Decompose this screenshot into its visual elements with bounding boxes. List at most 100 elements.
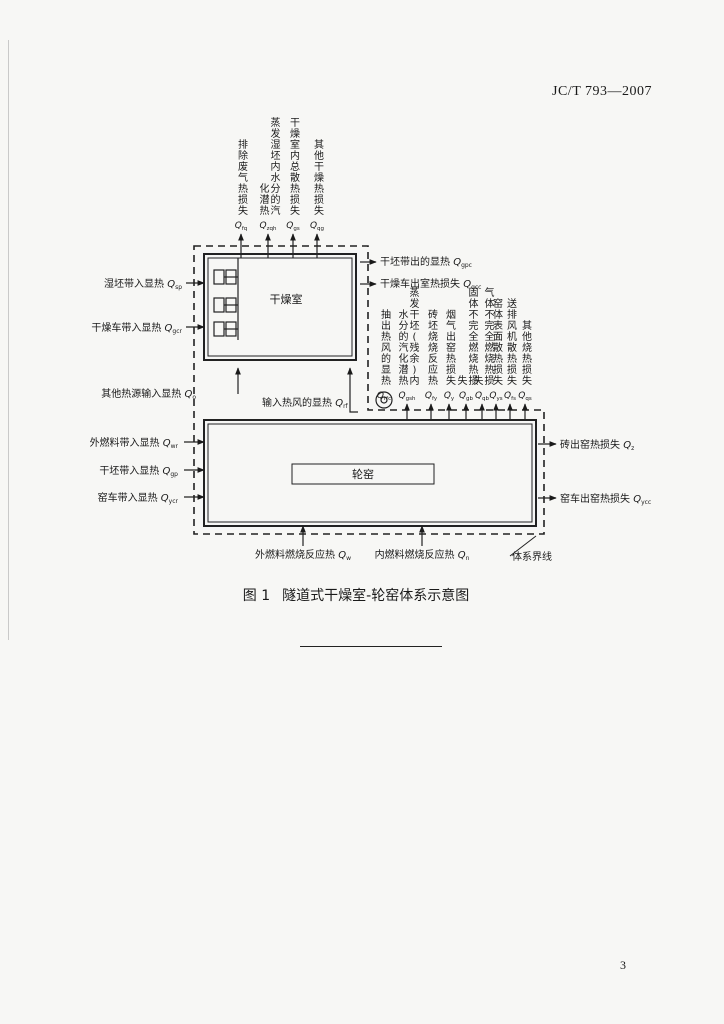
svg-text:的: 的 — [271, 193, 281, 206]
kiln-left-input-label: 外燃料带入显热 Qwr — [90, 436, 179, 450]
hot-air-input-label: 输入热风的显热 Qrf — [262, 396, 349, 410]
svg-text:(: ( — [413, 332, 417, 343]
svg-text:热: 热 — [381, 374, 391, 387]
svg-text:汽: 汽 — [271, 204, 281, 217]
svg-text:热: 热 — [260, 204, 270, 217]
svg-text:他: 他 — [314, 149, 324, 162]
svg-text:干: 干 — [314, 162, 324, 173]
svg-text:送: 送 — [507, 297, 517, 310]
svg-text:的: 的 — [399, 330, 409, 343]
svg-text:废: 废 — [238, 160, 248, 173]
svg-text:热: 热 — [399, 374, 409, 387]
svg-text:损: 损 — [290, 193, 300, 206]
svg-text:总: 总 — [290, 160, 300, 173]
svg-text:烟: 烟 — [446, 308, 456, 321]
svg-text:失: 失 — [290, 204, 300, 217]
svg-text:Qfs: Qfs — [504, 391, 516, 402]
svg-text:内: 内 — [290, 149, 300, 162]
svg-text:坯: 坯 — [410, 320, 420, 332]
svg-text:燥: 燥 — [314, 172, 324, 184]
svg-text:烧: 烧 — [469, 352, 479, 365]
svg-text:反: 反 — [428, 353, 438, 365]
svg-text:热: 热 — [485, 363, 495, 376]
kiln-bottom-input-label: 外燃料燃烧反应热 Qw — [255, 548, 351, 562]
svg-text:室: 室 — [290, 138, 300, 151]
fan-icon — [375, 391, 393, 409]
svg-text:内: 内 — [271, 160, 281, 173]
svg-text:排: 排 — [238, 138, 248, 151]
svg-text:面: 面 — [493, 332, 503, 343]
svg-text:坯: 坯 — [271, 150, 281, 162]
svg-text:Qgsh: Qgsh — [399, 391, 416, 402]
figure-caption: 图 1 隧道式干燥室-轮窑体系示意图 — [0, 585, 724, 605]
svg-text:水: 水 — [271, 172, 281, 184]
svg-text:损: 损 — [485, 374, 495, 387]
svg-text:分: 分 — [271, 183, 281, 195]
dryer-right-output-label: 干坯带出的显热 Qgpc — [380, 255, 472, 269]
svg-text:Qqs: Qqs — [518, 391, 532, 402]
svg-text:烧: 烧 — [428, 330, 438, 343]
figure-number: 图 1 — [242, 588, 271, 604]
figure-title: 隧道式干燥室-轮窑体系示意图 — [282, 588, 470, 604]
hot-air-duct — [347, 367, 358, 413]
binding-margin-line — [8, 40, 9, 640]
svg-text:内: 内 — [410, 374, 420, 387]
svg-text:Qqb: Qqb — [475, 391, 490, 402]
svg-text:散: 散 — [493, 341, 503, 354]
svg-text:): ) — [413, 365, 417, 376]
svg-text:热: 热 — [238, 182, 248, 195]
svg-text:全: 全 — [485, 330, 495, 343]
svg-text:热: 热 — [290, 182, 300, 195]
svg-text:潜: 潜 — [399, 363, 409, 376]
svg-text:残: 残 — [410, 341, 420, 354]
svg-text:风: 风 — [381, 342, 391, 354]
svg-text:热: 热 — [507, 352, 517, 365]
svg-text:汽: 汽 — [399, 341, 409, 354]
svg-text:热: 热 — [446, 352, 456, 365]
svg-text:损: 损 — [469, 374, 479, 387]
svg-text:损: 损 — [314, 193, 324, 206]
svg-text:燃: 燃 — [469, 341, 479, 354]
flow-labels-layer: 排除废气热损失Qfq蒸发湿坯内水分的汽化潜热Qzqh干燥室内总散热损失Qgs其他… — [90, 117, 652, 562]
svg-text:失: 失 — [446, 374, 456, 387]
kiln-bottom-input-label: 内燃料燃烧反应热 Qn — [375, 548, 470, 562]
boundary-leader-line — [509, 535, 537, 557]
svg-text:热: 热 — [314, 182, 324, 195]
svg-text:蒸: 蒸 — [410, 287, 420, 299]
dryer-left-input-label: 干燥车带入显热 Qgcr — [91, 321, 182, 335]
svg-text:抽: 抽 — [381, 308, 391, 321]
svg-text:出: 出 — [381, 319, 391, 332]
svg-text:潜: 潜 — [260, 193, 270, 206]
svg-text:热: 热 — [428, 374, 438, 387]
other-heat-input-label: 其他热源输入显热 Qo — [101, 387, 196, 401]
svg-text:出: 出 — [446, 330, 456, 343]
standard-code: JC/T 793—2007 — [552, 84, 652, 99]
svg-text:窑: 窑 — [493, 297, 503, 310]
svg-text:损: 损 — [522, 363, 532, 376]
svg-text:发: 发 — [410, 297, 420, 310]
kiln-label-box — [291, 463, 435, 485]
svg-text:干: 干 — [290, 118, 300, 129]
svg-text:气: 气 — [238, 171, 248, 184]
svg-text:气: 气 — [485, 286, 495, 299]
svg-text:完: 完 — [469, 319, 479, 332]
svg-text:Qzqh: Qzqh — [260, 221, 277, 232]
svg-text:不: 不 — [485, 310, 495, 321]
dryer-left-input-label: 湿坯带入显热 Qsp — [104, 277, 182, 291]
dryer-box-inner — [207, 257, 353, 357]
svg-text:气: 气 — [446, 319, 456, 332]
svg-text:化: 化 — [399, 352, 409, 365]
svg-text:烧: 烧 — [485, 352, 495, 365]
svg-text:热: 热 — [522, 352, 532, 365]
